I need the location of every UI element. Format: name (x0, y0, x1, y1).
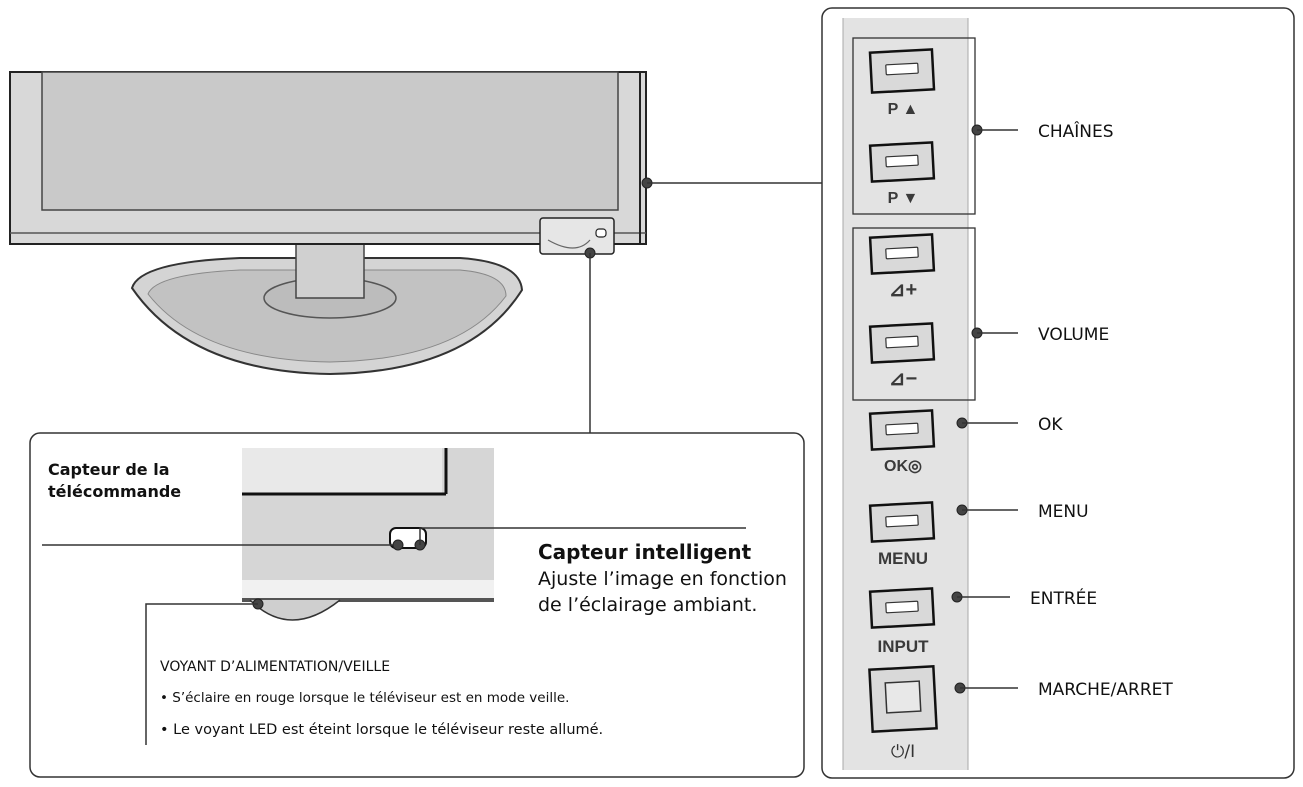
volume-down-label: ⊿− (889, 368, 917, 390)
callout-volume: VOLUME (971, 325, 1109, 345)
ok-label: OK◎ (884, 458, 922, 475)
program-up-label: P ▲ (888, 101, 919, 118)
menu-label: MENU (878, 549, 928, 568)
callout-channels-text: CHAÎNES (1038, 120, 1114, 142)
volume-up-label: ⊿+ (889, 279, 917, 301)
volume-down-button[interactable]: ⊿− (868, 322, 936, 390)
intelligent-sensor-line-1: Ajuste l’image en fonction (538, 568, 787, 590)
callout-ok: OK (956, 415, 1063, 435)
callout-input: ENTRÉE (951, 587, 1097, 609)
power-led-title: VOYANT D’ALIMENTATION/VEILLE (160, 659, 390, 675)
power-label: ⏻/I (891, 742, 915, 762)
input-label: INPUT (878, 637, 930, 656)
callout-power-text: MARCHE/ARRET (1038, 680, 1173, 700)
volume-group-box (852, 227, 976, 401)
callout-dot-icon (392, 539, 404, 551)
power-button[interactable]: ⏻/I (868, 665, 938, 762)
intelligent-sensor-title: Capteur intelligent (538, 540, 752, 564)
callout-menu: MENU (956, 502, 1089, 522)
power-led-bullet-1: • S’éclaire en rouge lorsque le télévise… (160, 690, 569, 706)
side-panel-strip (843, 18, 968, 770)
callout-menu-text: MENU (1038, 502, 1089, 522)
ok-button[interactable]: OK◎ (868, 409, 936, 475)
intelligent-sensor-line-2: de l’éclairage ambiant. (538, 594, 757, 616)
callout-volume-text: VOLUME (1038, 325, 1109, 345)
callout-input-text: ENTRÉE (1030, 587, 1097, 609)
input-button[interactable]: INPUT (868, 587, 936, 656)
tv-stand-neck (295, 239, 365, 299)
tv-illustration (9, 71, 647, 376)
power-led-bullet-2: • Le voyant LED est éteint lorsque le té… (160, 722, 603, 738)
callout-ok-text: OK (1038, 415, 1063, 435)
sensor-closeup (242, 448, 494, 621)
detail-box (29, 432, 805, 778)
program-down-button[interactable]: P ▼ (868, 141, 936, 207)
tv-screen (41, 71, 619, 211)
menu-button[interactable]: MENU (868, 501, 936, 568)
remote-sensor-label-2: télécommande (48, 482, 181, 501)
program-up-button[interactable]: P ▲ (868, 48, 936, 118)
program-down-label: P ▼ (888, 190, 919, 207)
volume-up-button[interactable]: ⊿+ (868, 233, 936, 301)
callout-channels: CHAÎNES (971, 120, 1114, 142)
callout-power: MARCHE/ARRET (954, 680, 1173, 700)
remote-sensor-label-1: Capteur de la (48, 460, 170, 479)
